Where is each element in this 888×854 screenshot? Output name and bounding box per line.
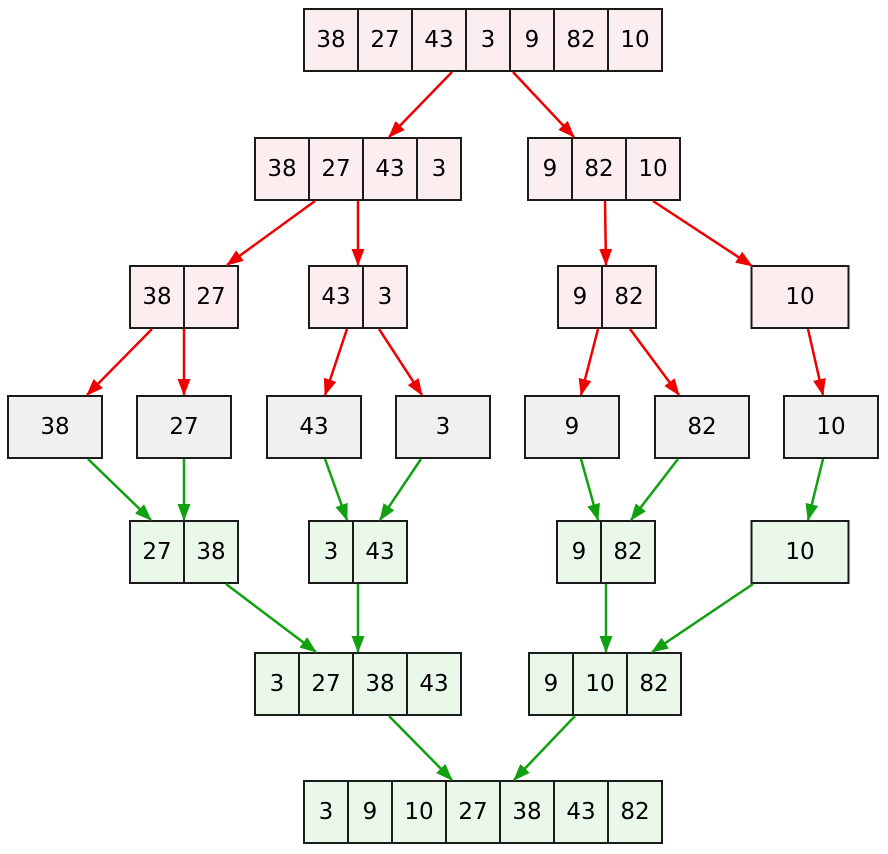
cell-value: 43 <box>321 283 351 310</box>
cell-value: 43 <box>406 654 460 714</box>
cell-value: 27 <box>169 413 199 440</box>
cell-value: 43 <box>362 139 416 199</box>
node-merged-10: 10 <box>750 520 850 584</box>
node-leaf-82: 82 <box>654 395 750 459</box>
split-arrow <box>226 199 316 267</box>
cell-value: 27 <box>357 10 411 70</box>
cell-value: 43 <box>411 10 465 70</box>
cell-value: 43 <box>553 782 607 842</box>
split-arrow <box>599 200 613 266</box>
cell-value: 9 <box>572 283 588 310</box>
cell-value: 10 <box>785 283 815 310</box>
cell-value: 10 <box>785 538 815 565</box>
node-leaf-9: 9 <box>524 395 620 459</box>
cell-value: 82 <box>687 413 717 440</box>
cell-value: 38 <box>142 283 172 310</box>
node-sorted-array: 3 9 10 27 38 43 82 <box>303 780 663 844</box>
cell-value: 9 <box>509 10 553 70</box>
merge-arrow <box>225 583 317 653</box>
cell-value: 3 <box>435 413 451 440</box>
cell-value: 3 <box>362 267 406 327</box>
cell-value: 27 <box>183 267 237 327</box>
cell-value: 82 <box>600 522 654 582</box>
node-merged-9-82: 9 82 <box>556 520 656 584</box>
cell-value: 3 <box>465 10 509 70</box>
cell-value: 82 <box>626 654 680 714</box>
cell-value: 10 <box>625 139 679 199</box>
node-leaf-3: 3 <box>395 395 491 459</box>
cell-value: 38 <box>183 522 237 582</box>
node-split-right-half: 9 82 10 <box>527 137 681 201</box>
merge-arrow <box>805 458 825 521</box>
node-split-pair-38-27: 38 27 <box>129 265 239 329</box>
cell-value: 27 <box>308 139 362 199</box>
split-arrow <box>652 199 753 268</box>
cell-value: 9 <box>564 413 580 440</box>
split-arrow <box>806 328 826 396</box>
split-arrow <box>578 328 600 396</box>
merge-arrow <box>579 458 600 521</box>
cell-value: 9 <box>542 155 558 182</box>
node-merged-left-half: 3 27 38 43 <box>254 652 462 716</box>
node-split-pair-43-3: 43 3 <box>308 265 408 329</box>
split-arrow <box>388 71 453 138</box>
node-leaf-38: 38 <box>7 395 103 459</box>
node-split-single-10: 10 <box>750 265 850 329</box>
cell-value: 27 <box>298 654 352 714</box>
cell-value: 38 <box>499 782 553 842</box>
node-initial-array: 38 27 43 3 9 82 10 <box>303 8 663 72</box>
cell-value: 10 <box>572 654 626 714</box>
cell-value: 9 <box>347 782 391 842</box>
split-arrow <box>628 328 681 396</box>
merge-arrow <box>87 458 152 521</box>
cell-value: 10 <box>391 782 445 842</box>
cell-value: 9 <box>543 670 559 697</box>
cell-value: 10 <box>816 413 846 440</box>
node-split-left-half: 38 27 43 3 <box>254 137 462 201</box>
cell-value: 43 <box>352 522 406 582</box>
cell-value: 3 <box>269 670 285 697</box>
merge-arrow <box>651 582 754 654</box>
merge-arrow <box>323 458 349 521</box>
split-arrow <box>323 328 349 396</box>
cell-value: 82 <box>571 139 625 199</box>
node-split-pair-9-82: 9 82 <box>557 265 657 329</box>
cell-value: 3 <box>323 538 339 565</box>
cell-value: 27 <box>445 782 499 842</box>
node-leaf-10: 10 <box>783 395 879 459</box>
cell-value: 82 <box>601 267 655 327</box>
split-arrow <box>512 71 575 138</box>
cell-value: 3 <box>416 139 460 199</box>
cell-value: 38 <box>316 26 346 53</box>
merge-arrow <box>378 458 423 521</box>
split-arrow <box>377 328 424 396</box>
merge-arrow <box>513 715 576 781</box>
node-merged-3-43: 3 43 <box>308 520 408 584</box>
node-merged-right-half: 9 10 82 <box>528 652 682 716</box>
cell-value: 38 <box>267 155 297 182</box>
cell-value: 82 <box>553 10 607 70</box>
cell-value: 82 <box>607 782 661 842</box>
cell-value: 38 <box>40 413 70 440</box>
cell-value: 3 <box>318 798 334 825</box>
split-arrow <box>86 328 153 396</box>
node-leaf-27: 27 <box>136 395 232 459</box>
cell-value: 38 <box>352 654 406 714</box>
node-leaf-43: 43 <box>266 395 362 459</box>
merge-arrow <box>630 458 679 521</box>
cell-value: 10 <box>607 10 661 70</box>
node-merged-27-38: 27 38 <box>129 520 239 584</box>
cell-value: 9 <box>571 538 587 565</box>
cell-value: 43 <box>299 413 329 440</box>
merge-arrow <box>388 715 453 781</box>
cell-value: 27 <box>142 538 172 565</box>
